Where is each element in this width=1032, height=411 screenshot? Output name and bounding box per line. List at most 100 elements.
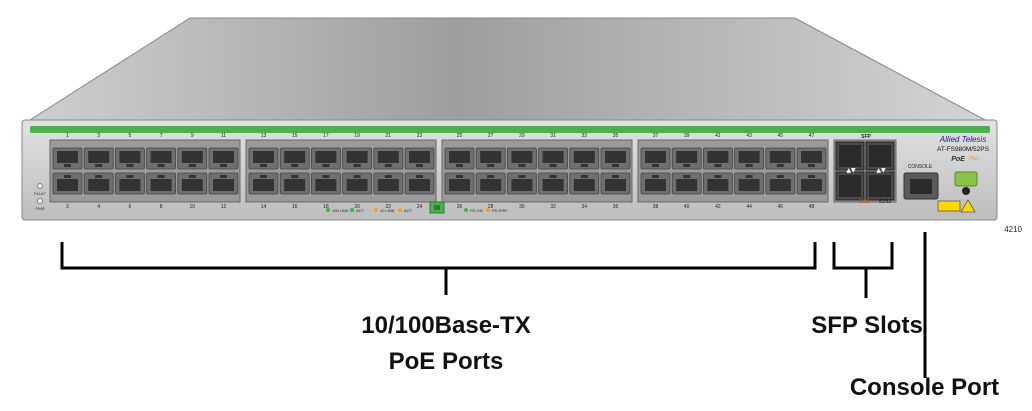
rj45-port-33[interactable] (569, 147, 600, 170)
mode-button-inner (434, 205, 440, 210)
rj45-port-38[interactable] (640, 172, 671, 195)
rj45-port-socket (213, 151, 234, 163)
rj45-port-latch (652, 175, 659, 178)
sfp-slot-51[interactable] (835, 171, 865, 201)
green-accent-strip (30, 126, 990, 133)
rj45-port-42[interactable] (703, 172, 733, 195)
port-number-top: 39 (684, 133, 690, 139)
rj45-port-socket (57, 179, 78, 191)
rj45-port-15[interactable] (279, 147, 310, 170)
reset-button-icon[interactable] (962, 187, 970, 195)
rj45-port-46[interactable] (765, 172, 796, 195)
rj45-port-20[interactable] (342, 172, 373, 195)
rj45-port-36[interactable] (600, 172, 631, 195)
rj45-port-latch (384, 164, 392, 167)
led-legend-label: PD ERR (492, 208, 507, 213)
rj45-port-21[interactable] (373, 147, 404, 170)
rj45-port-28[interactable] (475, 172, 506, 195)
rj45-port-10[interactable] (177, 172, 208, 195)
rj45-port-2[interactable] (52, 172, 83, 195)
port-number-top: 21 (386, 133, 392, 139)
rj45-port-socket (377, 179, 399, 191)
rj45-port-26[interactable] (444, 172, 475, 195)
rj45-port-9[interactable] (177, 147, 208, 170)
port-number-top: 17 (323, 133, 329, 139)
rj45-port-18[interactable] (310, 172, 341, 195)
poe-callout-line2: PoE Ports (388, 348, 504, 375)
rj45-port-socket (645, 151, 666, 163)
rj45-port-24[interactable] (404, 172, 435, 195)
rj45-port-latch (776, 175, 784, 178)
rj45-port-11[interactable] (208, 147, 239, 170)
port-number-bottom: 14 (261, 204, 267, 210)
port-number-bottom: 44 (746, 204, 752, 210)
console-port-callout: Console Port (849, 374, 1000, 401)
rj45-port-41[interactable] (703, 147, 733, 170)
led-legend-dot (398, 208, 402, 212)
rj45-port-35[interactable] (600, 147, 631, 170)
port-banks (49, 139, 829, 203)
rj45-port-32[interactable] (538, 172, 568, 195)
rj45-port-25[interactable] (444, 147, 475, 170)
rj45-port-34[interactable] (569, 172, 600, 195)
rj45-port-14[interactable] (248, 172, 279, 195)
rj45-port-23[interactable] (404, 147, 435, 170)
rj45-port-27[interactable] (475, 147, 506, 170)
brand-logo-text: Allied Telesis (939, 135, 986, 144)
sfp-slot-50[interactable] (865, 141, 895, 171)
rj45-port-44[interactable] (734, 172, 764, 195)
port-number-bottom: 48 (809, 204, 815, 210)
rj45-port-19[interactable] (342, 147, 373, 170)
rj45-port-12[interactable] (208, 172, 239, 195)
rj45-port-1[interactable] (52, 147, 83, 170)
rj45-port-latch (188, 164, 196, 167)
rj45-port-6[interactable] (115, 172, 145, 195)
sfp-slot-49[interactable] (835, 141, 865, 171)
rj45-port-socket (88, 179, 110, 191)
rj45-port-45[interactable] (765, 147, 796, 170)
rj45-port-latch (456, 175, 463, 178)
sfp-slots-bracket (832, 242, 894, 298)
rj45-port-31[interactable] (538, 147, 568, 170)
poe-ports-callout: 10/100Base-TX PoE Ports (346, 308, 546, 380)
led-legend-label: ACT (404, 208, 413, 213)
rj45-port-4[interactable] (83, 172, 114, 195)
rj45-port-30[interactable] (506, 172, 537, 195)
rj45-port-socket (150, 151, 172, 163)
rj45-port-latch (808, 175, 815, 178)
rj45-port-43[interactable] (734, 147, 764, 170)
rj45-port-7[interactable] (146, 147, 177, 170)
rj45-port-47[interactable] (796, 147, 827, 170)
port-number-bottom: 16 (292, 204, 298, 210)
rj45-port-3[interactable] (83, 147, 114, 170)
rj45-port-latch (95, 175, 103, 178)
rj45-port-13[interactable] (248, 147, 279, 170)
rj45-port-socket (253, 151, 274, 163)
rj45-port-17[interactable] (310, 147, 341, 170)
sfp-slot-52[interactable] (865, 171, 895, 201)
rj45-port-socket (253, 179, 274, 191)
rj45-port-socket (119, 179, 141, 191)
rj45-port-29[interactable] (506, 147, 537, 170)
rj45-port-48[interactable] (796, 172, 827, 195)
rj45-port-39[interactable] (671, 147, 702, 170)
rj45-port-37[interactable] (640, 147, 671, 170)
rj45-port-socket (738, 151, 760, 163)
rj45-port-latch (549, 175, 557, 178)
port-number-bottom: 34 (582, 204, 588, 210)
rj45-port-socket (605, 179, 626, 191)
model-name: AT-FS980M/52PS (937, 146, 990, 153)
rj45-port-latch (683, 164, 691, 167)
rj45-port-8[interactable] (146, 172, 177, 195)
port-number-bottom: 4 (97, 204, 100, 210)
rj45-port-5[interactable] (115, 147, 145, 170)
rj45-port-22[interactable] (373, 172, 404, 195)
rj45-port-latch (487, 175, 495, 178)
rj45-port-16[interactable] (279, 172, 310, 195)
port-number-bottom: 40 (684, 204, 690, 210)
rj45-port-socket (707, 179, 729, 191)
port-number-bottom: 6 (129, 204, 132, 210)
rj45-port-40[interactable] (671, 172, 702, 195)
